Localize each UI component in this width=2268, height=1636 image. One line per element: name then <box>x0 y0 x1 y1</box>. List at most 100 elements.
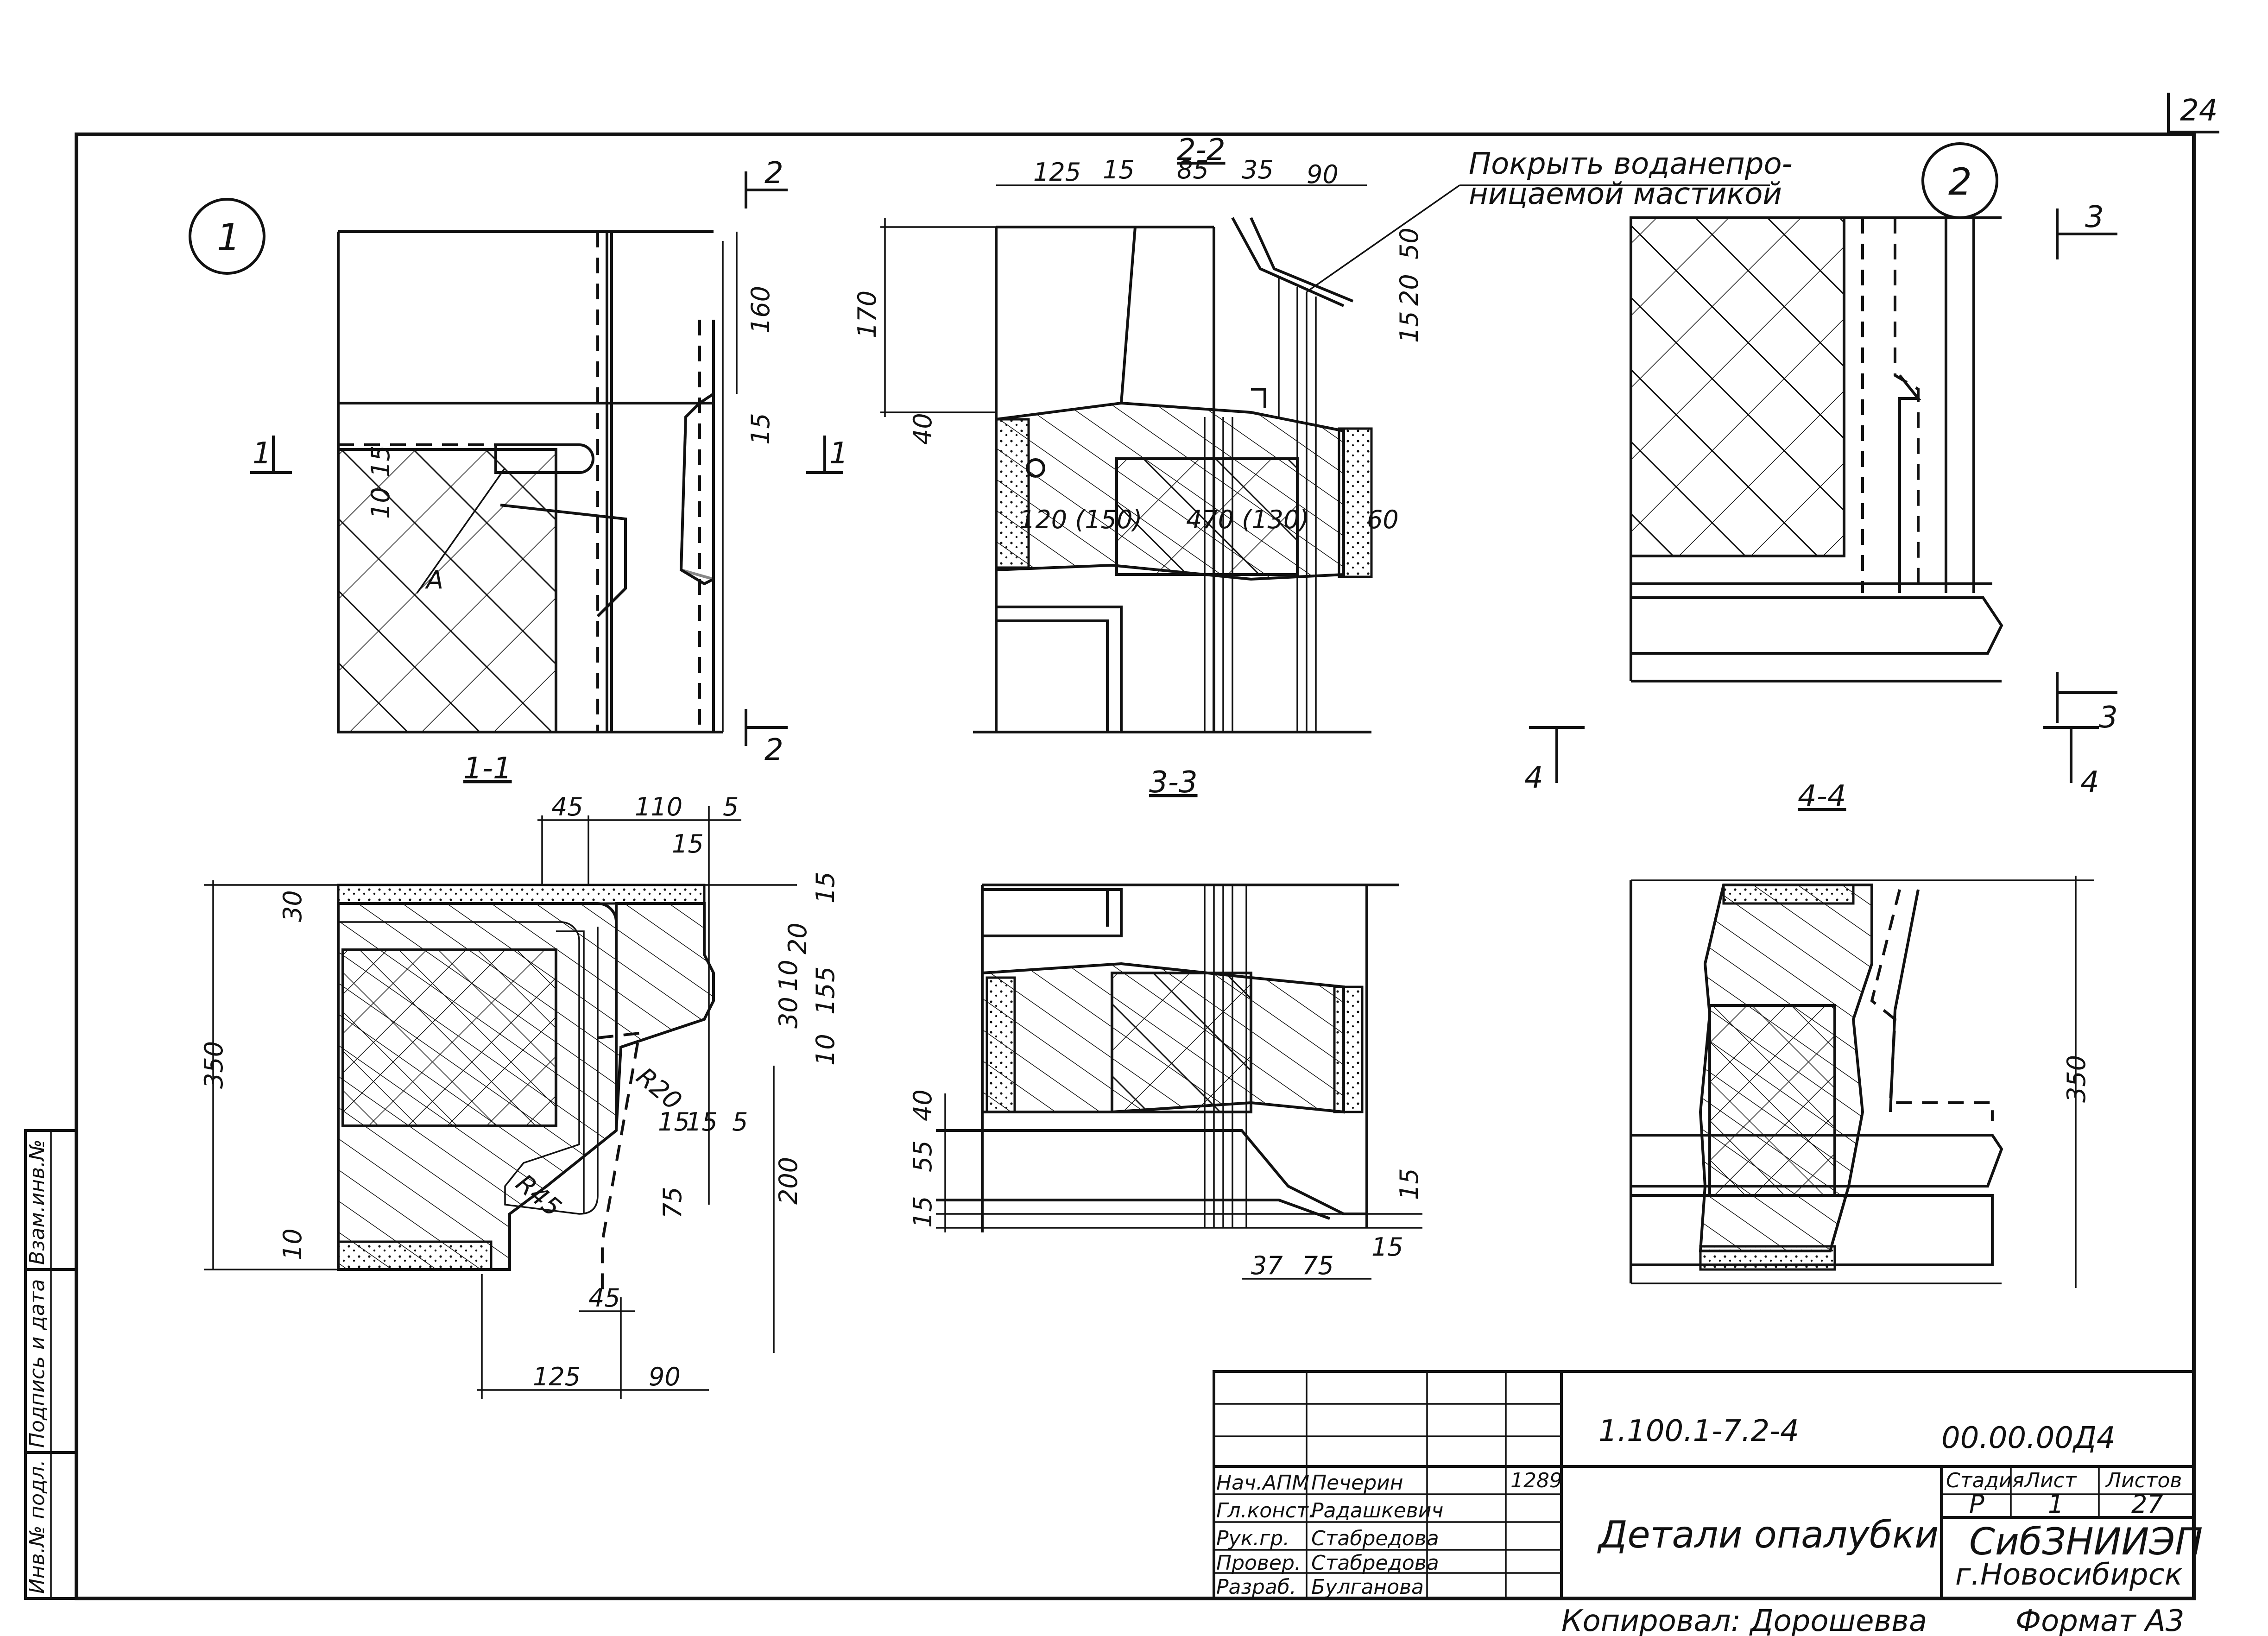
dim-15-right: 15 <box>746 413 775 445</box>
dim-15-top: 15 <box>1103 155 1135 184</box>
dim-350-left: 350 <box>199 1041 228 1089</box>
dim-15-r2: 15 <box>811 983 840 1015</box>
role-2: Гл.конст. <box>1216 1499 1315 1522</box>
drawing-title: Детали опалубки <box>1597 1513 1939 1556</box>
callout-1-label: 1 <box>217 216 240 259</box>
dim-15-r22: 15 <box>1395 311 1424 343</box>
dim-10-r: 10 <box>774 960 803 992</box>
dim-40-b: 40 <box>908 1089 937 1121</box>
dim-170: 170 <box>853 291 882 338</box>
drawing-code: 00.00.00Д4 <box>1941 1421 2116 1455</box>
title-block: 1.100.1-7.2-4 00.00.00Д4 Детали опалубки… <box>1213 1370 2203 1600</box>
dim-45-top: 45 <box>551 792 583 821</box>
sheet-frame: 24 <box>75 93 2219 1600</box>
stamp-signature: Подпись и дата <box>25 1279 49 1448</box>
sheets-value: 27 <box>2131 1490 2163 1519</box>
mark-3-top: 3 <box>2085 200 2104 234</box>
dim-35: 35 <box>1242 155 1274 184</box>
sheet-format: Формат А3 <box>2015 1604 2185 1636</box>
dim-5-r: 5 <box>811 966 840 982</box>
role-1: Нач.АПМ <box>1216 1471 1309 1495</box>
callout-2-label: 2 <box>1948 160 1972 203</box>
dim-30-r: 30 <box>774 997 803 1029</box>
dim-90-top: 90 <box>1307 160 1339 189</box>
role-4: Провер. <box>1216 1551 1301 1575</box>
dim-10-bl: 10 <box>278 1228 307 1260</box>
sheet-header: Лист <box>2024 1469 2077 1492</box>
page-number: 24 <box>2180 94 2217 128</box>
mark-2-bottom: 2 <box>764 733 783 767</box>
section-1-1-title: 1-1 <box>463 752 512 786</box>
org-city: г.Новосибирск <box>1955 1558 2183 1592</box>
dim-40-left: 40 <box>908 413 937 445</box>
dim-15-b3: 15 <box>908 1196 937 1228</box>
dim-200: 200 <box>774 1157 803 1205</box>
dim-55: 55 <box>908 1140 937 1172</box>
dim-85: 85 <box>1177 155 1209 184</box>
detail-bottom-middle: 40 55 15 15 37 75 15 <box>908 884 1424 1280</box>
dim-20-r: 20 <box>783 922 812 954</box>
mark-3-bottom: 3 <box>2099 701 2118 735</box>
dim-90-bottom: 90 <box>649 1362 681 1391</box>
dim-160: 160 <box>746 286 775 334</box>
dim-10-r2: 10 <box>811 1034 840 1066</box>
section-4-4-top: 3 3 4 4 4-4 <box>1524 200 2118 814</box>
dim-50: 50 <box>1395 227 1424 259</box>
dim-15-b4: 15 <box>1395 1168 1424 1200</box>
dim-75-b: 75 <box>1302 1251 1334 1280</box>
stage-header: Стадия <box>1946 1469 2024 1492</box>
callout-1 <box>189 198 265 275</box>
dim-470-130: 470 (130) <box>1186 505 1309 534</box>
stamp-replace-inv: Взам.инв.№ <box>25 1139 49 1265</box>
mark-4-right: 4 <box>2080 765 2099 800</box>
dim-20: 20 <box>1395 274 1424 306</box>
detail-bottom-left: 350 45 110 5 15 30 10 R20 R45 15 20 5 10… <box>199 792 840 1399</box>
mark-2-top: 2 <box>764 156 783 190</box>
role-3: Рук.гр. <box>1216 1527 1289 1550</box>
mark-4-left: 4 <box>1524 761 1543 795</box>
dim-15-left: 15 <box>366 445 395 477</box>
detail-bottom-right: 350 <box>1630 876 2094 1288</box>
name-1: Печерин <box>1311 1471 1403 1495</box>
dim-125-top: 125 <box>1033 158 1081 187</box>
dim-15-r1: 15 <box>811 872 840 903</box>
dim-60: 60 <box>1367 505 1399 534</box>
section-1-1: А 160 15 15 10 2 2 1 1 1-1 <box>250 156 848 786</box>
dim-15-b2: 15 <box>686 1107 718 1137</box>
note-mastic-1: Покрыть воданепро- <box>1469 147 1793 181</box>
name-5: Булганова <box>1311 1575 1424 1599</box>
code-1289: 1289 <box>1510 1469 1562 1492</box>
name-2: Радашкевич <box>1311 1499 1443 1522</box>
name-3: Стабредова <box>1311 1527 1439 1550</box>
doc-code: 1.100.1-7.2-4 <box>1598 1414 1799 1448</box>
mark-1-left: 1 <box>253 436 272 471</box>
sheet-value: 1 <box>2048 1490 2064 1519</box>
copied-by: Копировал: Дорошевва <box>1561 1604 1927 1636</box>
dim-30-left: 30 <box>278 890 307 922</box>
dim-75-left: 75 <box>658 1187 687 1219</box>
mark-1-right: 1 <box>829 436 848 471</box>
dim-120-150: 120 (150) <box>1019 505 1142 534</box>
dim-15-b1: 15 <box>658 1107 690 1137</box>
side-stamp: Инв.№ подл. Подпись и дата Взам.инв.№ <box>24 1129 78 1600</box>
section-3-3-title: 3-3 <box>1149 765 1198 800</box>
dim-37: 37 <box>1251 1251 1283 1280</box>
dim-5-top: 5 <box>723 792 739 821</box>
dim-350-right: 350 <box>2062 1055 2091 1103</box>
role-5: Разраб. <box>1216 1575 1296 1599</box>
dim-125-bottom: 125 <box>533 1362 581 1391</box>
name-4: Стабредова <box>1311 1551 1439 1575</box>
dim-45-bottom: 45 <box>588 1283 620 1313</box>
section-4-4-title: 4-4 <box>1798 779 1846 814</box>
dim-A: А <box>425 565 443 594</box>
stamp-inv-no: Инв.№ подл. <box>25 1459 49 1594</box>
dim-15-b5: 15 <box>1371 1232 1403 1262</box>
dim-10-left: 10 <box>366 487 395 519</box>
sheets-header: Листов <box>2105 1469 2182 1492</box>
dim-110: 110 <box>635 792 682 821</box>
dim-15-mid: 15 <box>672 829 704 859</box>
note-mastic-2: ницаемой мастикой <box>1469 177 1782 211</box>
stage-value: Р <box>1969 1490 1984 1519</box>
section-2-2-title: 2-2 <box>1177 133 1226 167</box>
